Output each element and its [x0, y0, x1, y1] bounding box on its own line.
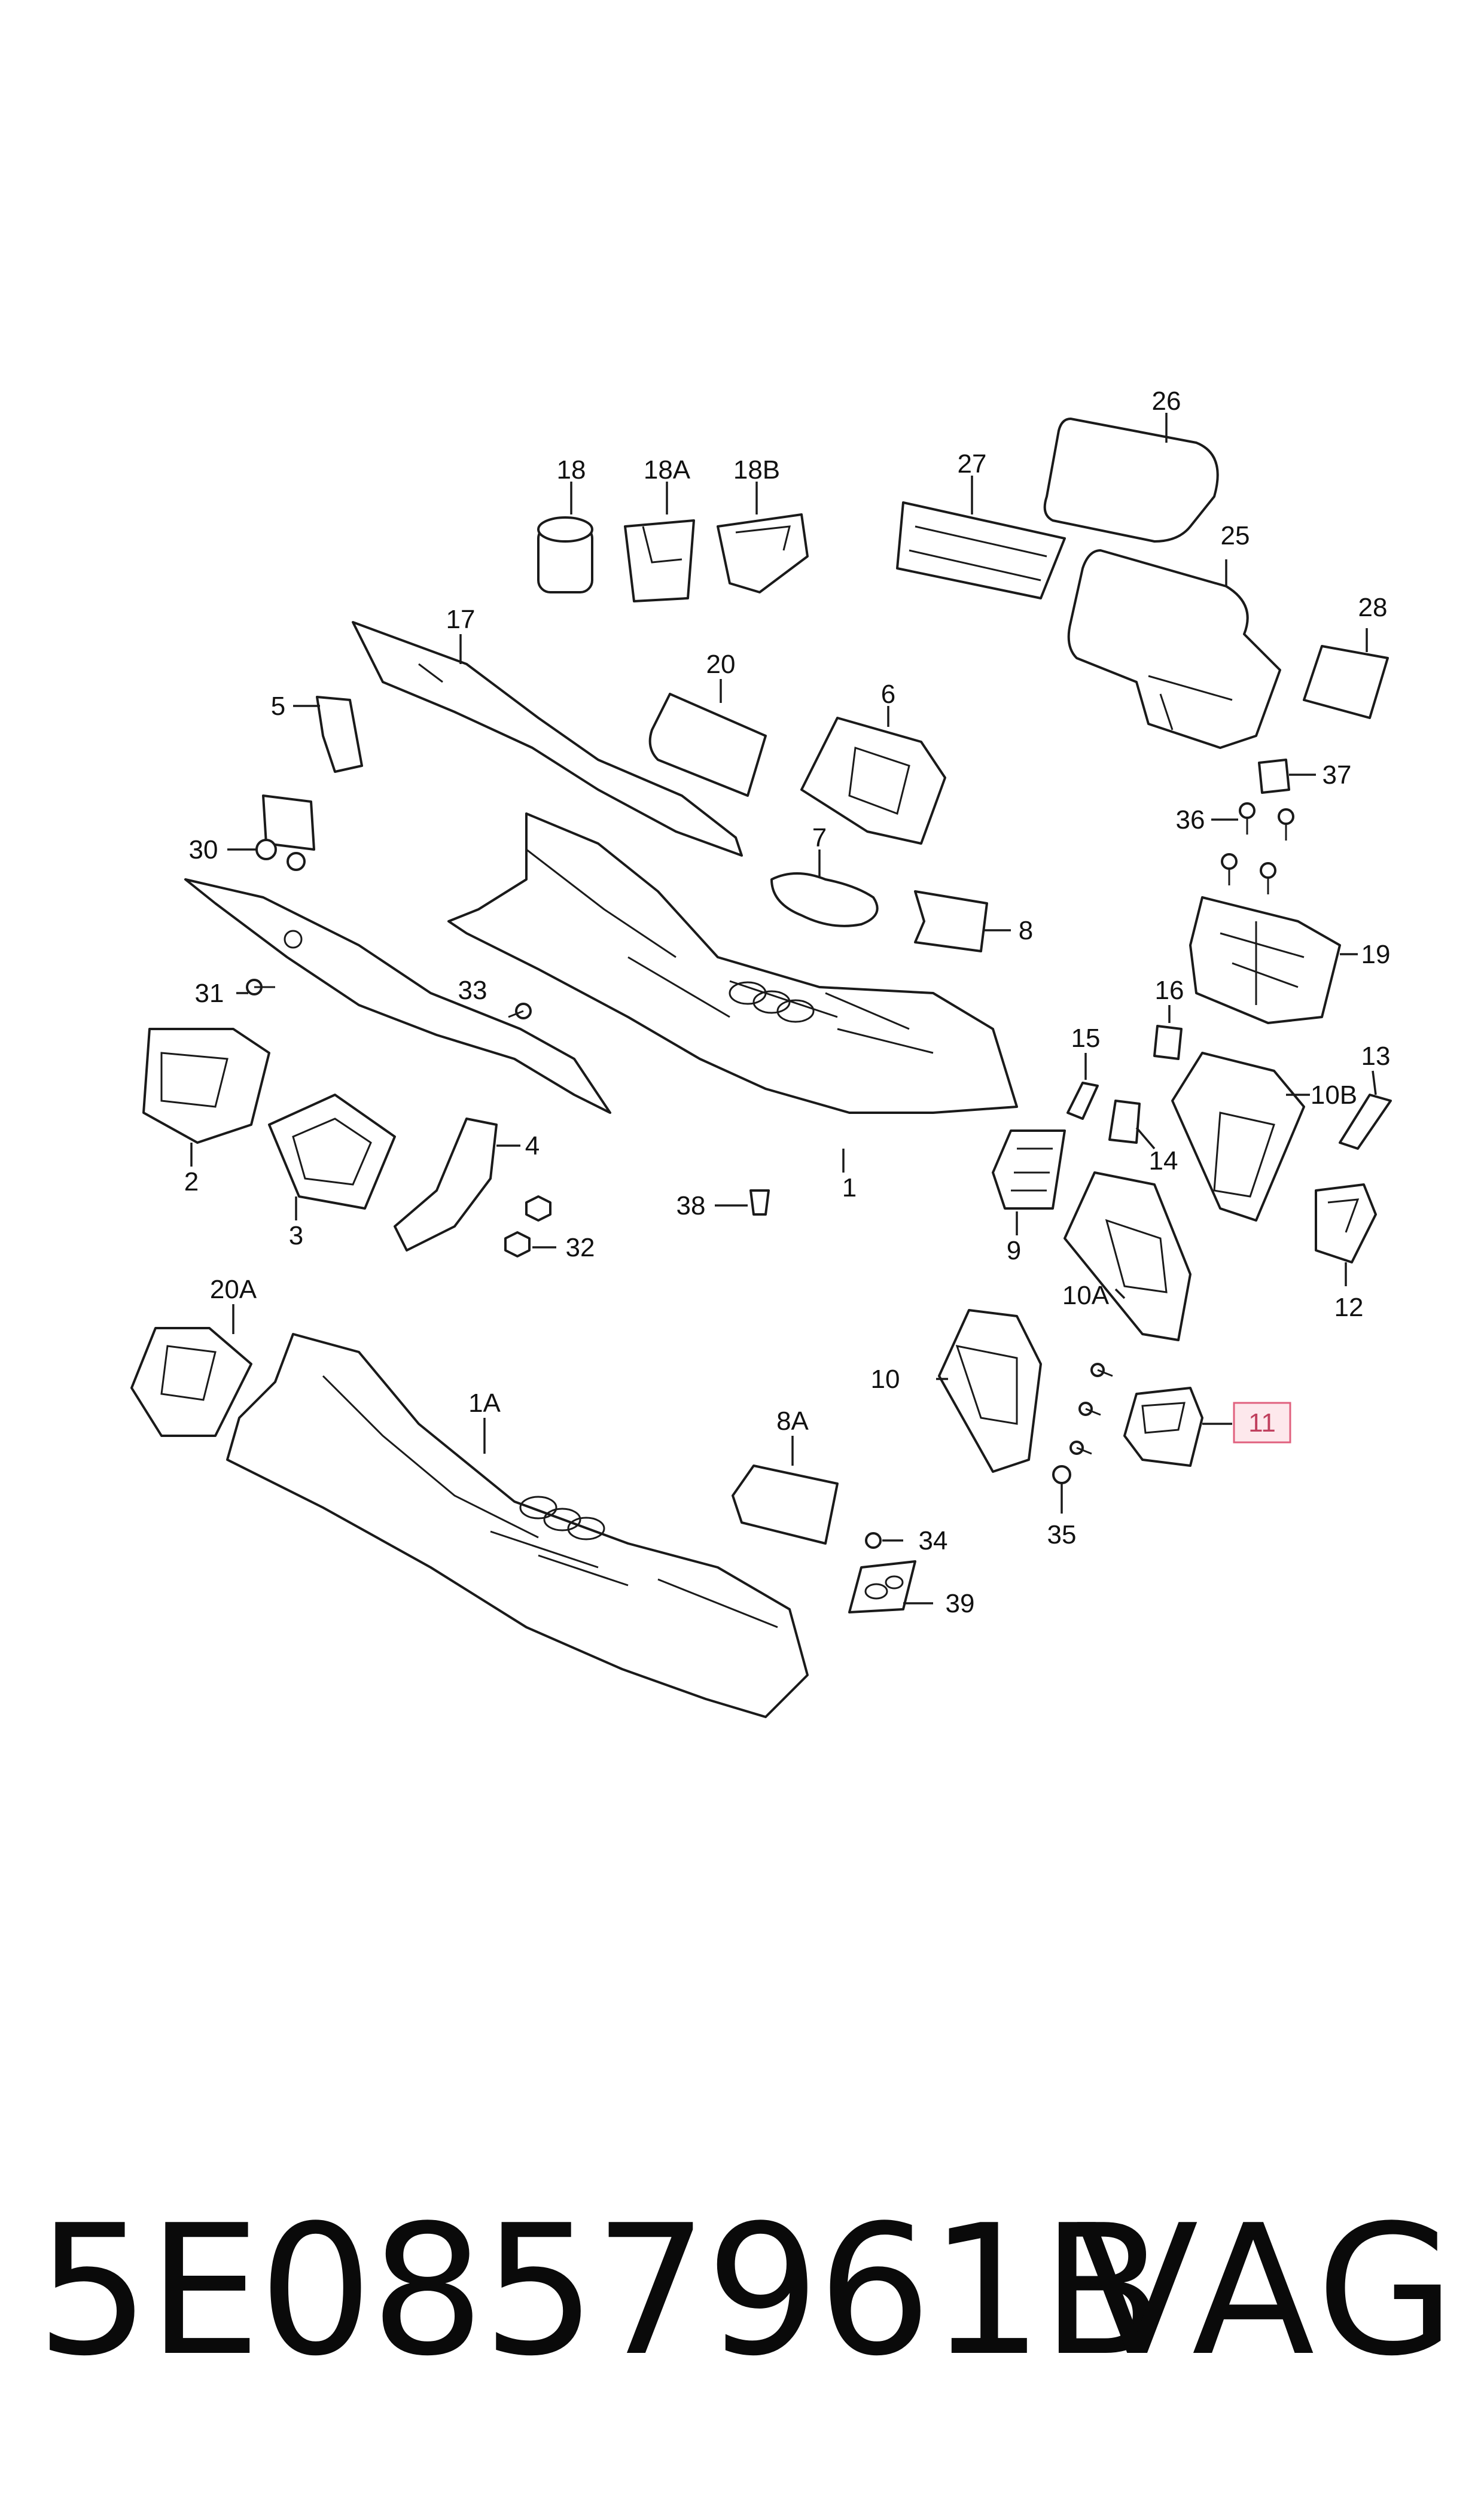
- label-18A: 18A: [644, 455, 691, 485]
- label-17: 17: [446, 605, 476, 634]
- part-32-nuts: [504, 1195, 556, 1258]
- label-11: 11: [1248, 1408, 1276, 1438]
- label-8A: 8A: [776, 1406, 809, 1436]
- part-37-clip: [1258, 759, 1316, 794]
- label-15: 15: [1071, 1024, 1101, 1053]
- label-9: 9: [1007, 1236, 1021, 1265]
- label-28: 28: [1358, 593, 1388, 622]
- label-10: 10: [871, 1365, 900, 1394]
- label-12: 12: [1334, 1293, 1364, 1322]
- highlight-box: [1233, 1402, 1291, 1444]
- part-10A-trim: [1064, 1171, 1192, 1341]
- part-18B-holder: [717, 482, 809, 593]
- part-16-switch: [1153, 1005, 1183, 1060]
- part-12-switch: [1315, 1183, 1377, 1286]
- part-14-switch: [1108, 1100, 1156, 1150]
- label-1A: 1A: [468, 1389, 501, 1418]
- part-13-strip: [1339, 1070, 1392, 1150]
- label-3: 3: [289, 1221, 303, 1250]
- label-35: 35: [1047, 1520, 1077, 1549]
- part-6-trim: [800, 706, 946, 845]
- label-38: 38: [677, 1191, 706, 1220]
- part-7-mat: [770, 850, 879, 927]
- label-32: 32: [566, 1233, 595, 1262]
- label-19: 19: [1361, 940, 1391, 969]
- part-11-switch: [1123, 1387, 1232, 1467]
- label-10B: 10B: [1311, 1080, 1357, 1110]
- part-34-screw: [865, 1532, 903, 1549]
- label-6: 6: [881, 680, 895, 709]
- label-20A: 20A: [210, 1275, 257, 1304]
- part-10-trim: [936, 1309, 1042, 1473]
- part-8-mat: [914, 890, 1011, 952]
- part-5-bracket: [293, 696, 363, 773]
- label-25: 25: [1221, 521, 1250, 550]
- label-5: 5: [271, 692, 285, 721]
- part-27-rail: [896, 476, 1066, 599]
- part-31-screw: [236, 979, 275, 995]
- part-33-screw: [508, 1003, 532, 1019]
- label-10A: 10A: [1062, 1281, 1110, 1310]
- label-34: 34: [919, 1526, 948, 1555]
- label-2: 2: [184, 1167, 199, 1196]
- part-17-trim: [352, 621, 743, 857]
- footer: 5E0857961B VAG: [0, 2178, 1484, 2429]
- part-4-bracket: [394, 1118, 520, 1252]
- label-7: 7: [812, 823, 827, 852]
- label-4: 4: [525, 1131, 540, 1161]
- label-8: 8: [1019, 916, 1033, 945]
- part-28-cover: [1303, 628, 1389, 719]
- label-18: 18: [557, 455, 586, 485]
- part-39-plate: [848, 1560, 933, 1613]
- label-16: 16: [1155, 976, 1184, 1005]
- part-number: 5E0857961B: [36, 2187, 1164, 2395]
- part-38-clip: [715, 1189, 770, 1216]
- part-18-cup: [537, 482, 593, 593]
- part-9-panel: [992, 1129, 1066, 1235]
- label-30: 30: [189, 835, 218, 864]
- label-39: 39: [946, 1589, 975, 1618]
- label-37: 37: [1323, 760, 1352, 790]
- label-18B: 18B: [733, 455, 780, 485]
- part-2-storage: [142, 1028, 270, 1167]
- label-1: 1: [842, 1173, 857, 1202]
- part-36-screws: [1211, 802, 1294, 894]
- part-8A-mat: [732, 1436, 839, 1545]
- part-1A-console: [226, 1333, 809, 1718]
- part-3-trim: [268, 1094, 396, 1220]
- part-1-console: [447, 812, 1018, 1173]
- label-14: 14: [1149, 1146, 1178, 1176]
- part-25-armrest: [1067, 549, 1281, 749]
- label-20: 20: [706, 650, 736, 679]
- part-18A-cup: [624, 482, 695, 602]
- part-26-armrest-lid: [1043, 413, 1219, 543]
- label-26: 26: [1152, 386, 1181, 416]
- part-lower-trim: [184, 878, 611, 1114]
- part-35-screws: [1052, 1363, 1113, 1514]
- label-36: 36: [1176, 805, 1205, 835]
- part-30-bracket: [227, 794, 315, 871]
- part-20A-tray: [130, 1304, 252, 1437]
- label-31: 31: [195, 979, 224, 1008]
- brand-name: VAG: [1075, 2187, 1460, 2395]
- label-27: 27: [958, 449, 987, 479]
- part-20-tray: [648, 679, 767, 797]
- label-13: 13: [1361, 1042, 1391, 1071]
- part-10B-trim: [1171, 1052, 1310, 1222]
- label-11-highlight[interactable]: 11: [1233, 1402, 1291, 1444]
- part-19-bracket: [1189, 896, 1358, 1024]
- part-15-clip: [1066, 1053, 1099, 1120]
- label-33: 33: [458, 976, 487, 1005]
